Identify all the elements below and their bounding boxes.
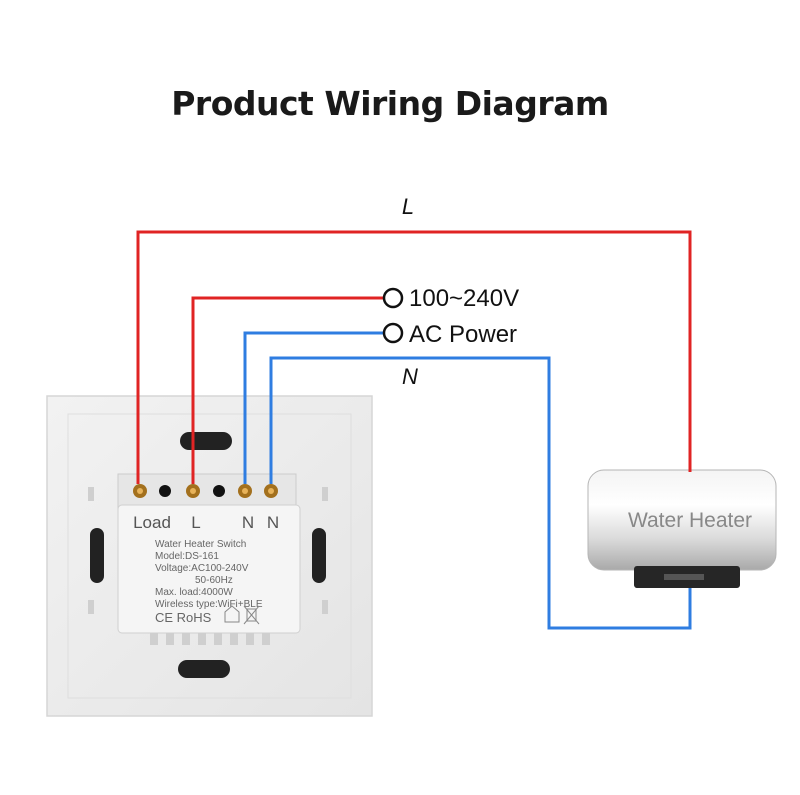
terminal-label-n1: N (242, 513, 254, 532)
terminal-label-n2: N (267, 513, 279, 532)
terminal-hole (213, 485, 225, 497)
terminal-label-l: L (191, 513, 200, 532)
terminal-screw-load (133, 484, 147, 498)
mounting-slot (90, 528, 104, 583)
weee-bin-icon (243, 605, 260, 625)
live-wire-load-to-heater (136, 230, 692, 484)
spec-line: Wireless type:WiFi+BLE (155, 599, 263, 610)
terminal-label-load: Load (133, 513, 171, 532)
neutral-wire-power (243, 331, 383, 484)
neutral-wire-label: N (402, 364, 418, 389)
power-type-label: AC Power (409, 321, 517, 348)
wires (136, 230, 692, 630)
mounting-slot (312, 528, 326, 583)
live-wire-power (191, 296, 383, 484)
spec-line: Max. load:4000W (155, 587, 233, 598)
live-wire-label: L (402, 194, 414, 219)
power-terminal-neutral (382, 322, 404, 344)
certification-marks: CE RoHS (155, 610, 212, 625)
terminal-screw-n1 (238, 484, 252, 498)
page-title: Product Wiring Diagram (171, 84, 609, 123)
mounting-slot (178, 660, 230, 678)
terminal-screw-n2 (264, 484, 278, 498)
heater-label: Water Heater (628, 509, 752, 532)
neutral-wire-heater (269, 356, 692, 630)
power-terminal-live (382, 287, 404, 309)
terminal-hole (159, 485, 171, 497)
house-icon (224, 605, 240, 623)
spec-line: Model:DS-161 (155, 551, 219, 562)
spec-line: 50-60Hz (195, 575, 233, 586)
power-voltage-label: 100~240V (409, 285, 519, 312)
spec-line: Voltage:AC100-240V (155, 563, 249, 574)
water-heater: Water Heater (587, 469, 777, 588)
spec-line: Water Heater Switch (155, 539, 246, 550)
terminal-block: Load L N N Water Heater Switch Model:DS-… (117, 473, 301, 645)
terminal-screw-l (186, 484, 200, 498)
mounting-slot (180, 432, 232, 450)
